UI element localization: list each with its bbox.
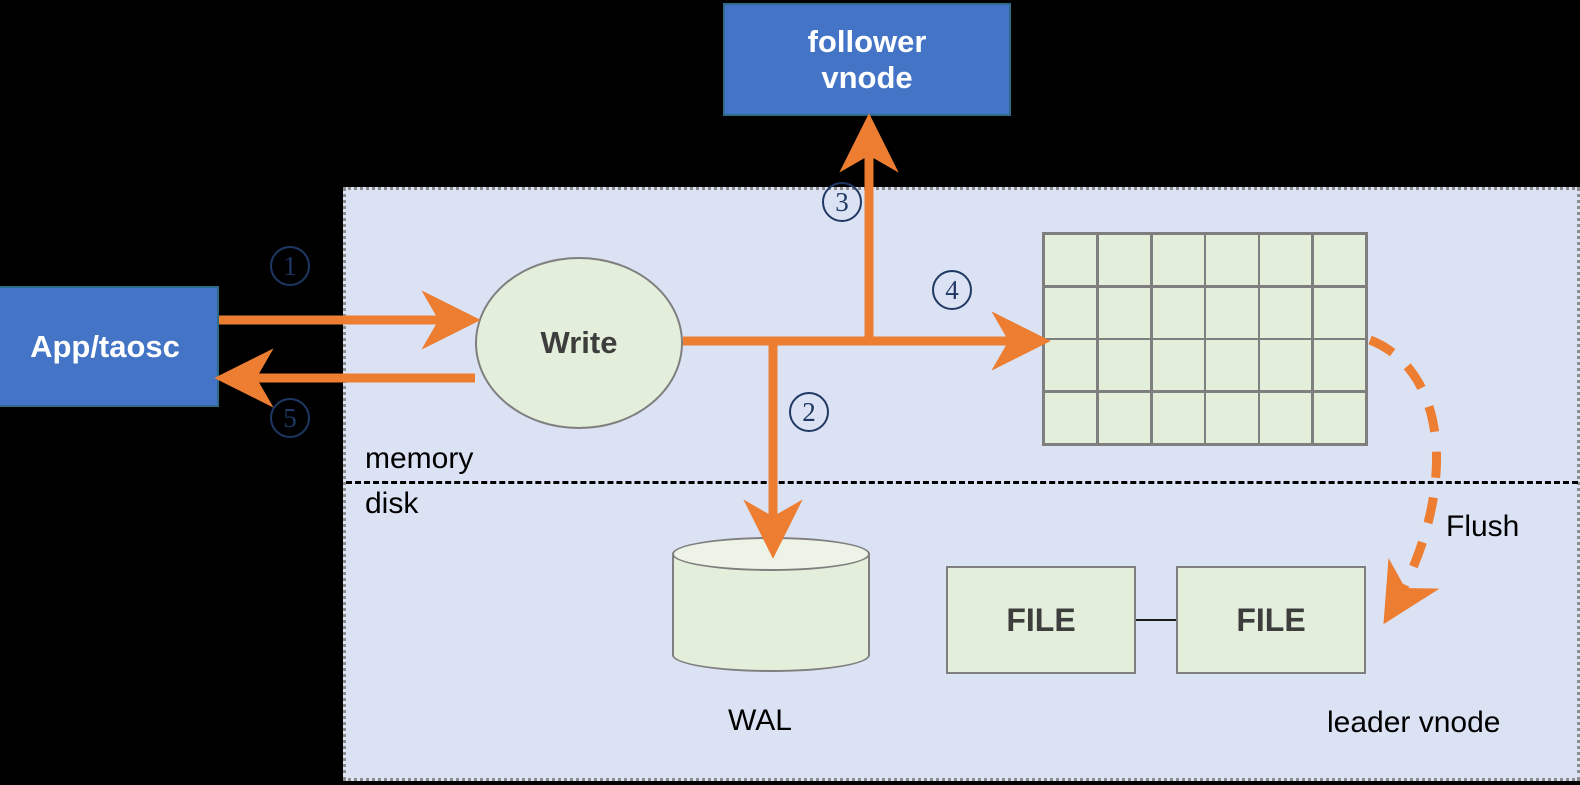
memtable-cell [1260,287,1312,338]
memory-label: memory [365,442,474,475]
follower-vnode-box[interactable]: follower vnode [723,3,1011,116]
step-marker-2: 2 [789,392,829,432]
memtable-cell [1152,287,1204,338]
file-box-right-label: FILE [1236,601,1306,638]
memtable-cell [1260,235,1312,286]
wal-label: WAL [728,704,792,737]
memtable-cell [1313,287,1365,338]
memtable-cell [1098,287,1150,338]
memtable-cell [1313,392,1365,443]
file-box-left[interactable]: FILE [946,566,1136,674]
memtable-cell [1045,235,1097,286]
memory-disk-divider [346,481,1578,484]
memtable-cell [1260,340,1312,391]
wal-cylinder-top [672,537,870,571]
memtable-cell [1152,392,1204,443]
app-taosc-box[interactable]: App/taosc [0,286,219,407]
memtable-cell [1098,235,1150,286]
memtable-cell [1206,235,1258,286]
memtable-grid [1042,232,1368,446]
memtable-cell [1206,340,1258,391]
memtable-cell [1206,392,1258,443]
write-label: Write [540,325,618,360]
memtable-cell [1098,392,1150,443]
memtable-cell [1152,235,1204,286]
follower-vnode-label-line2: vnode [821,59,913,95]
memtable-cell [1260,392,1312,443]
file-box-left-label: FILE [1006,601,1076,638]
memtable-cell [1313,340,1365,391]
file-box-right[interactable]: FILE [1176,566,1366,674]
write-node[interactable]: Write [475,257,683,429]
file-connector-line [1136,619,1177,621]
step-marker-4: 4 [932,270,972,310]
wal-cylinder [672,537,870,672]
follower-vnode-label-line1: follower [807,23,927,59]
leader-vnode-label: leader vnode [1327,706,1501,739]
step-marker-5: 5 [270,398,310,438]
step-marker-3: 3 [822,182,862,222]
memtable-cell [1045,392,1097,443]
memtable-cell [1206,287,1258,338]
step-marker-1: 1 [270,246,310,286]
app-taosc-label: App/taosc [30,328,180,364]
memtable-cell [1152,340,1204,391]
memtable-cell [1045,287,1097,338]
memtable-cell [1313,235,1365,286]
memtable-cell [1098,340,1150,391]
flush-label: Flush [1446,510,1520,543]
memtable-cell [1045,340,1097,391]
disk-label: disk [365,487,419,520]
